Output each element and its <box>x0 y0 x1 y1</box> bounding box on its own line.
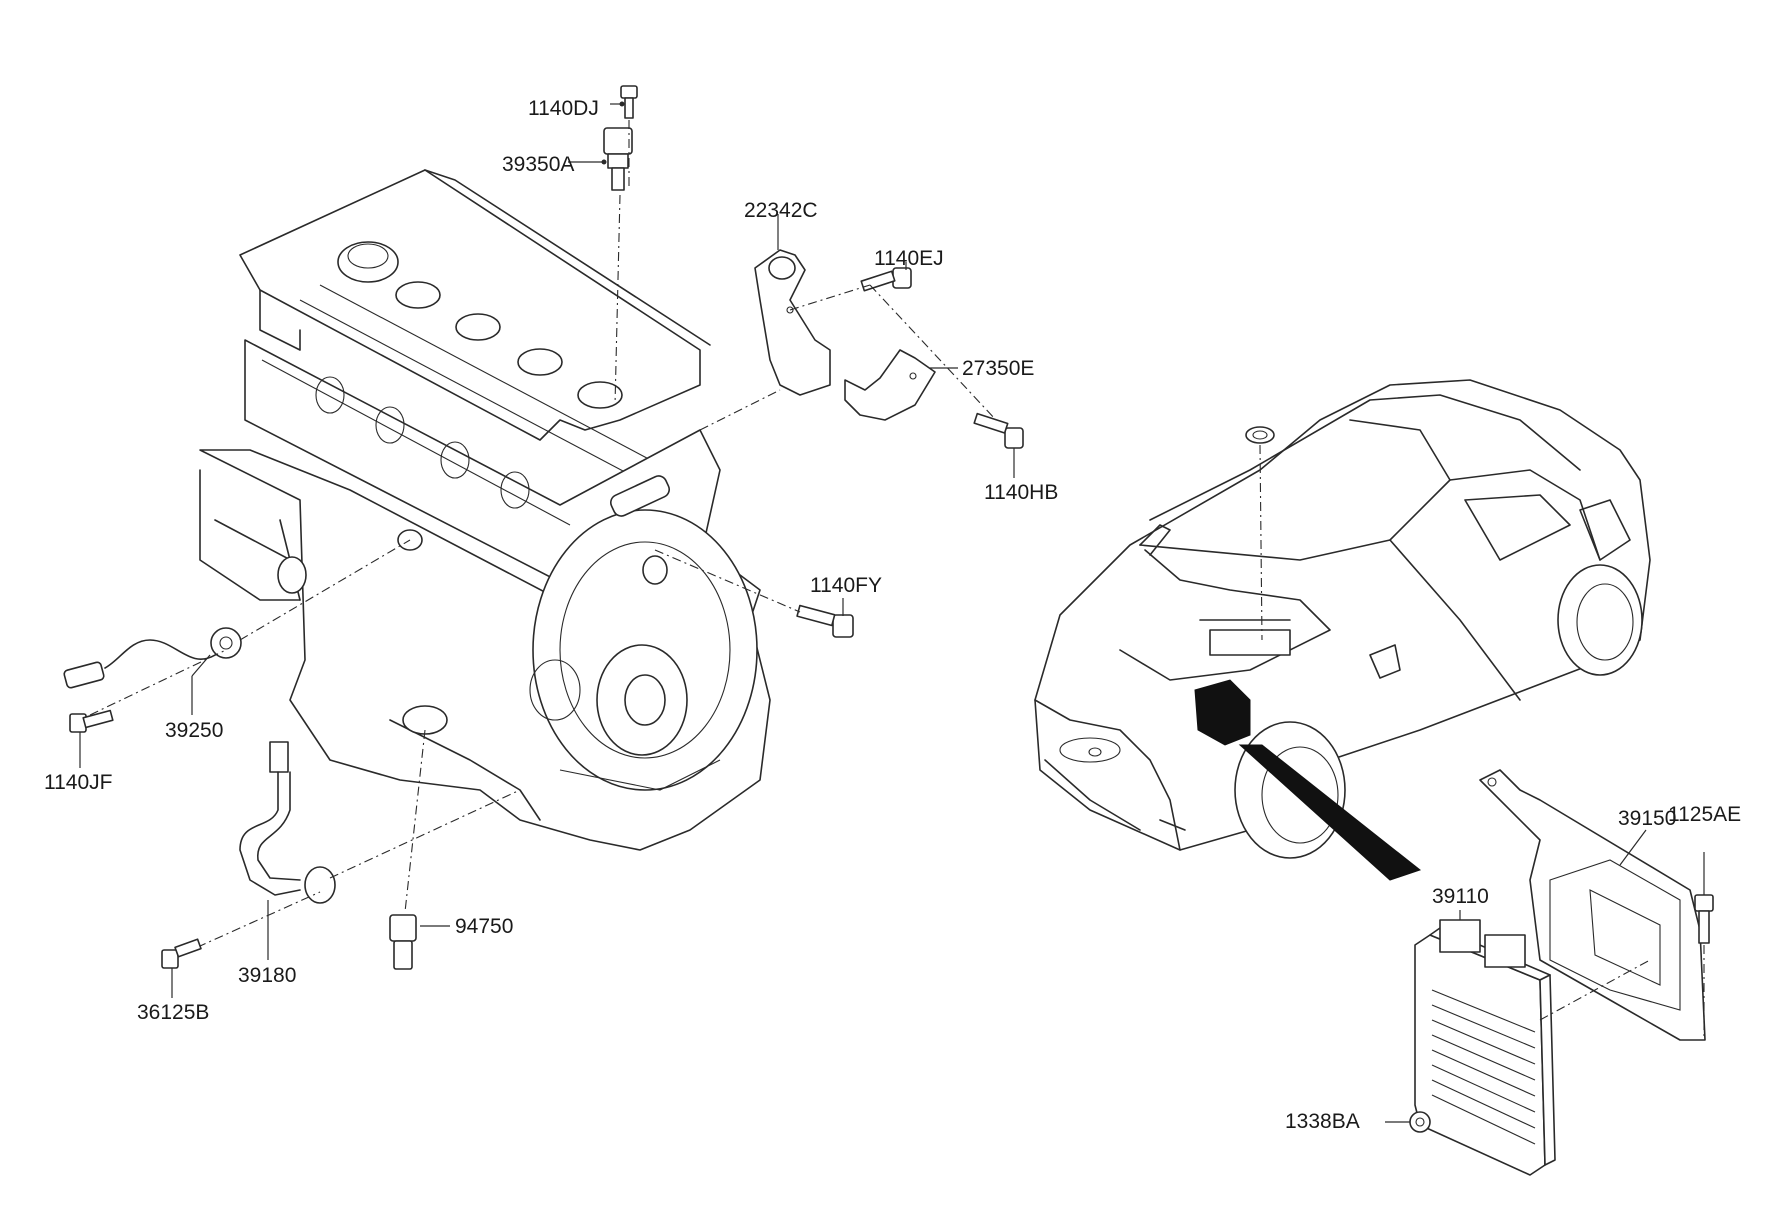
bolt-1140hb-icon <box>973 412 1024 478</box>
label-39150: 39150 <box>1618 807 1677 830</box>
bracket-22342c-icon <box>754 214 831 396</box>
label-39110: 39110 <box>1432 885 1489 908</box>
ecu-bracket-39150-icon <box>1479 769 1706 1041</box>
label-94750: 94750 <box>455 915 514 938</box>
label-1338ba: 1338BA <box>1285 1110 1360 1133</box>
label-39180: 39180 <box>238 964 297 987</box>
bolt-1140jf-icon <box>69 709 114 768</box>
bolt-1140dj-icon <box>610 85 638 119</box>
engine-assembly <box>199 169 771 851</box>
vehicle-illustration <box>1034 379 1651 881</box>
label-1140hb: 1140HB <box>984 481 1059 504</box>
bolt-1125ae-icon <box>1694 852 1714 944</box>
bolt-36125b-icon <box>161 938 202 998</box>
label-1125ae: 1125AE <box>1668 803 1742 826</box>
label-27350e: 27350E <box>962 357 1035 380</box>
label-1140dj: 1140DJ <box>528 97 599 120</box>
oil-pressure-switch-94750-icon <box>389 914 450 970</box>
label-1140ej: 1140EJ <box>874 247 944 270</box>
crank-sensor-39180-icon <box>239 741 336 960</box>
label-39250: 39250 <box>165 719 224 742</box>
label-39350a: 39350A <box>502 153 575 176</box>
bolt-1140fy-icon <box>796 598 854 638</box>
temp-sensor-39350a-icon <box>568 127 633 191</box>
label-36125b: 36125B <box>137 1001 210 1024</box>
ecu-39110-icon <box>1414 910 1556 1176</box>
nut-1338ba-icon <box>1385 1111 1431 1133</box>
label-1140fy: 1140FY <box>810 574 882 597</box>
bolt-1140ej-icon <box>860 262 912 292</box>
label-1140jf: 1140JF <box>44 771 113 794</box>
bracket-27350e-icon <box>844 349 958 421</box>
knock-sensor-39250-icon <box>63 627 242 715</box>
label-22342c: 22342C <box>744 199 818 222</box>
